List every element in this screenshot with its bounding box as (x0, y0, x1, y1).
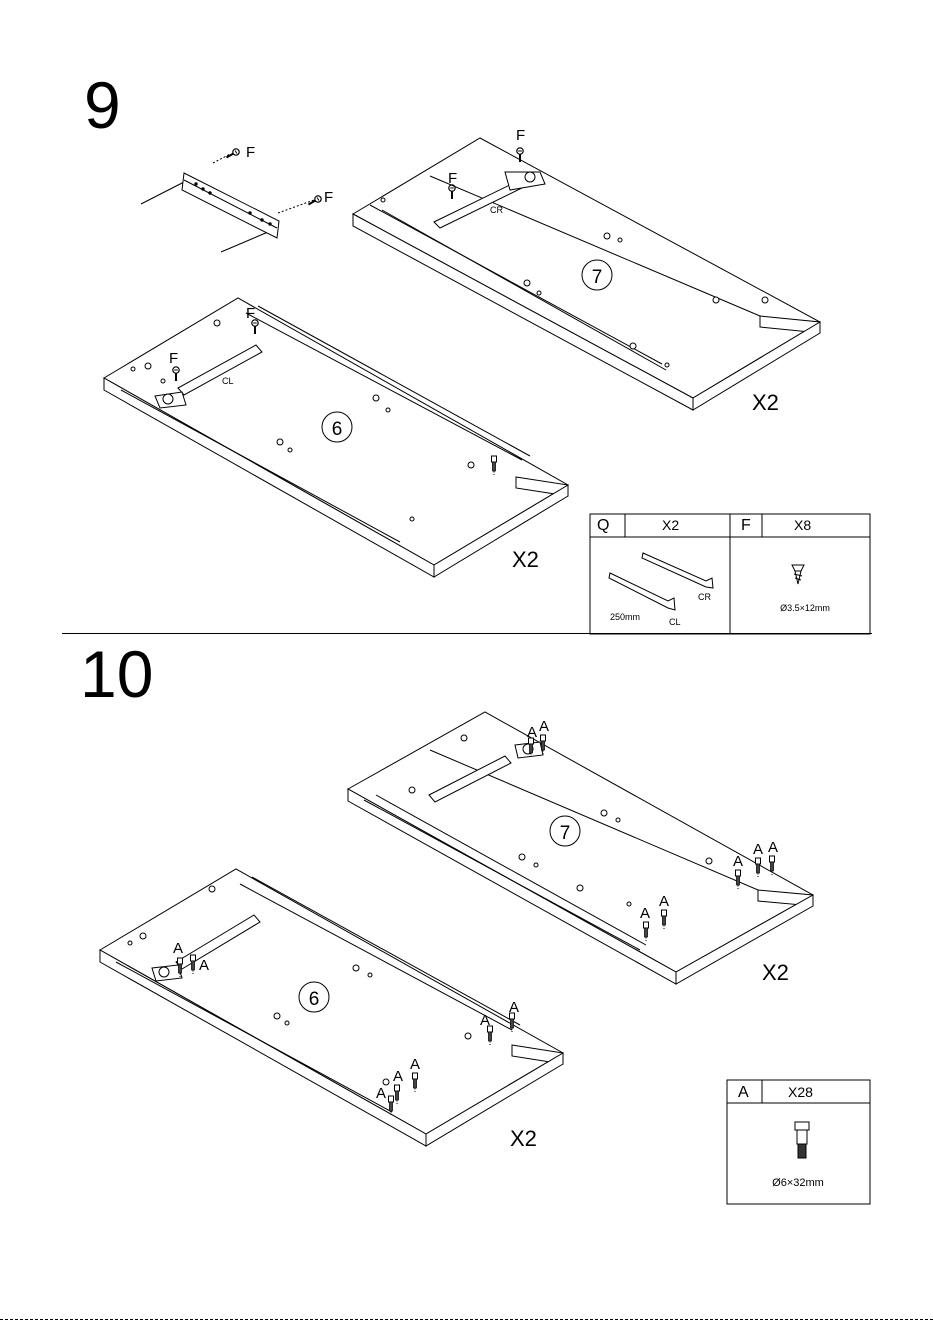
dowel-a-label: A (659, 893, 669, 910)
dowel-a-label: A (480, 1012, 490, 1029)
dowel-a-label: A (393, 1068, 403, 1085)
panel-6-number: 6 (309, 989, 320, 1010)
panel-6-number: 6 (332, 419, 343, 440)
dowel-a-label: A (640, 905, 650, 922)
side-panel-inset (141, 148, 322, 252)
rail-cr-label: CR (490, 205, 503, 215)
quantity-label: X2 (512, 547, 539, 572)
quantity-label: X2 (762, 960, 789, 985)
dowel-a-label: A (733, 853, 743, 870)
part-a-size: Ø6×32mm (772, 1177, 824, 1189)
dowel-a-label: A (539, 718, 549, 735)
dowel-a-label: A (173, 940, 183, 957)
dowel-a-label: A (768, 839, 778, 856)
part-q-quantity: X2 (662, 517, 679, 533)
panel-7-dowel-assembly (348, 712, 813, 984)
screw-f-label: F (246, 305, 255, 322)
dowel-a-label: A (376, 1085, 386, 1102)
dowel-a-label: A (509, 999, 519, 1016)
part-q-cl-label: CL (669, 617, 681, 627)
screw-f-label: F (516, 127, 525, 144)
dowel-a-label: A (527, 724, 537, 741)
panel-7-number: 7 (560, 823, 571, 844)
part-a-quantity: X28 (788, 1084, 813, 1100)
panel-6-dowel-assembly (100, 869, 563, 1146)
dowel-a-label: A (410, 1056, 420, 1073)
part-f-size: Ø3.5×12mm (780, 603, 830, 613)
part-q-cr-label: CR (698, 592, 711, 602)
quantity-label: X2 (752, 390, 779, 415)
quantity-label: X2 (510, 1126, 537, 1151)
part-q-letter: Q (597, 517, 609, 534)
screw-f-label: F (169, 350, 178, 367)
dowel-a-label: A (753, 841, 763, 858)
screw-f-label: F (246, 144, 255, 161)
rail-cl-label: CL (222, 376, 234, 386)
part-f-quantity: X8 (794, 517, 811, 533)
panel-7-number: 7 (592, 267, 603, 288)
part-a-letter: A (738, 1084, 749, 1101)
part-q-length: 250mm (610, 612, 640, 622)
screw-f-label: F (448, 170, 457, 187)
part-f-letter: F (741, 517, 751, 534)
screw-f-label: F (324, 189, 333, 206)
dowel-a-label: A (199, 957, 209, 974)
